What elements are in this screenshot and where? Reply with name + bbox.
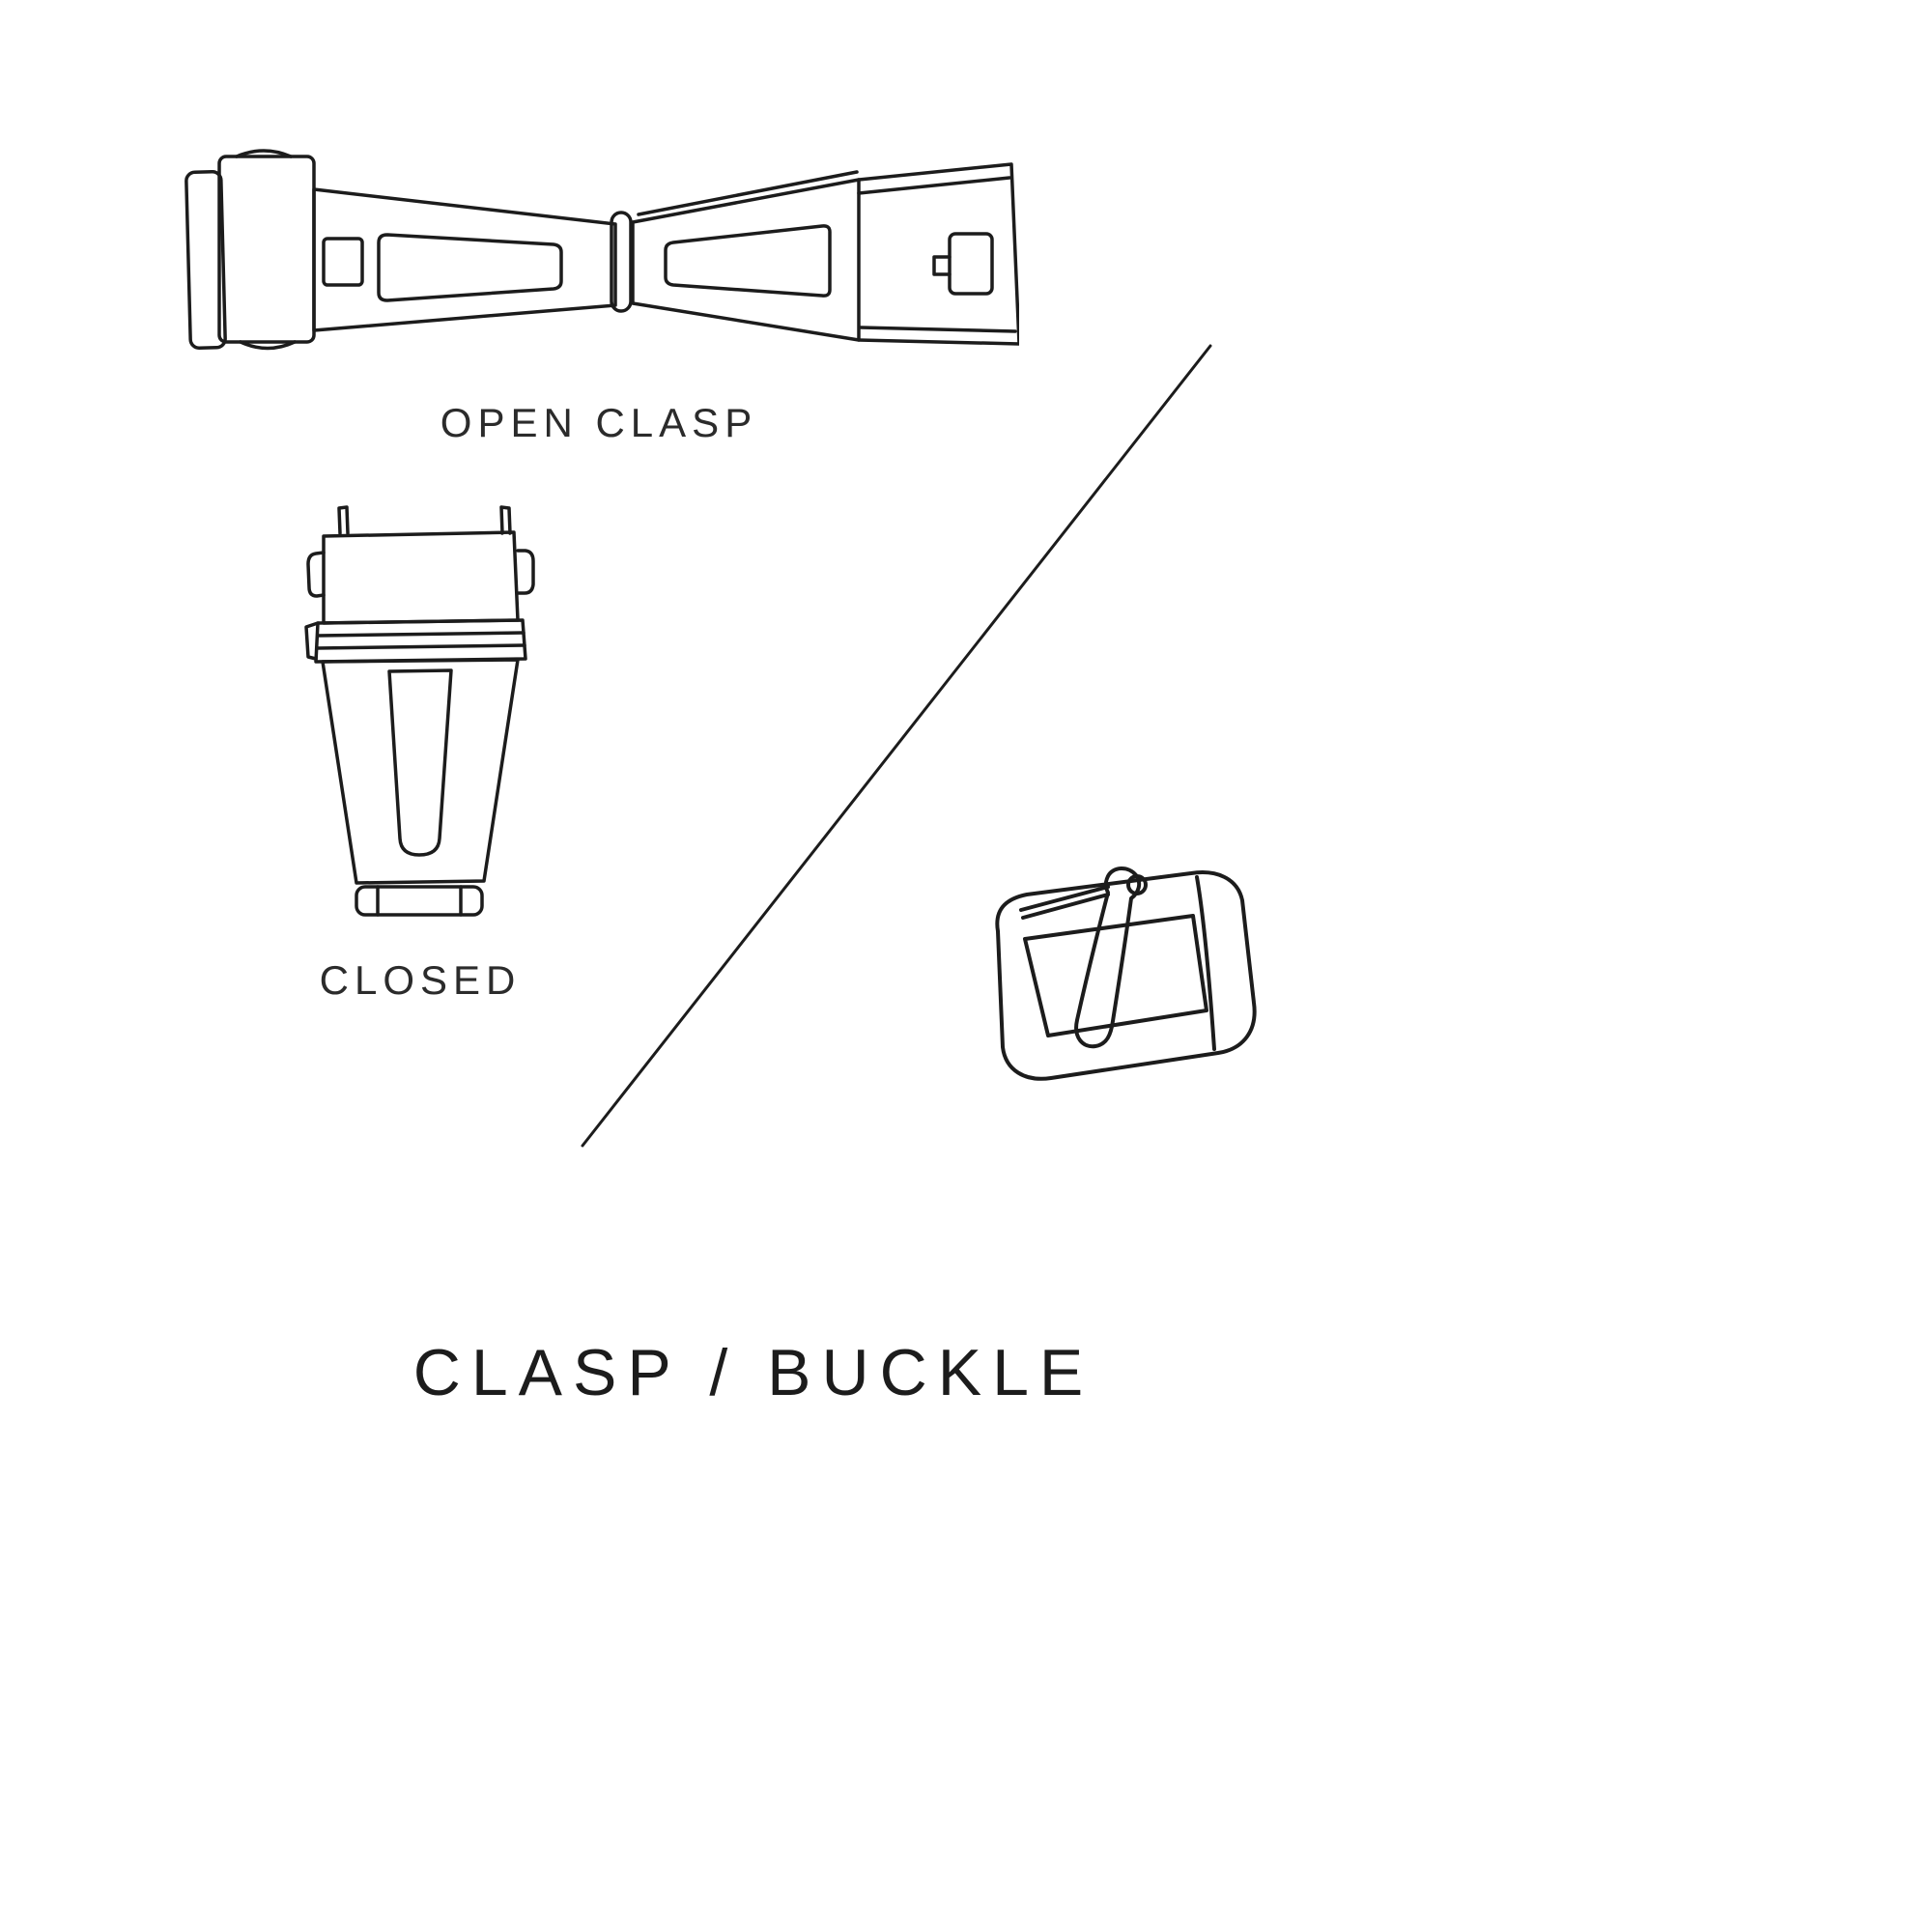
page-title: CLASP / BUCKLE <box>412 1336 1094 1409</box>
closed-clasp-figure: CLOSED <box>295 504 546 1004</box>
closed-clasp-illustration <box>304 505 535 917</box>
buckle-figure <box>961 848 1290 1109</box>
closed-clasp-label: CLOSED <box>319 957 522 1003</box>
open-clasp-illustration <box>185 149 1019 351</box>
diagonal-divider <box>581 344 1212 1148</box>
buckle-illustration <box>995 867 1257 1081</box>
open-clasp-label: OPEN CLASP <box>440 400 758 445</box>
open-clasp-figure: OPEN CLASP <box>179 145 1019 446</box>
